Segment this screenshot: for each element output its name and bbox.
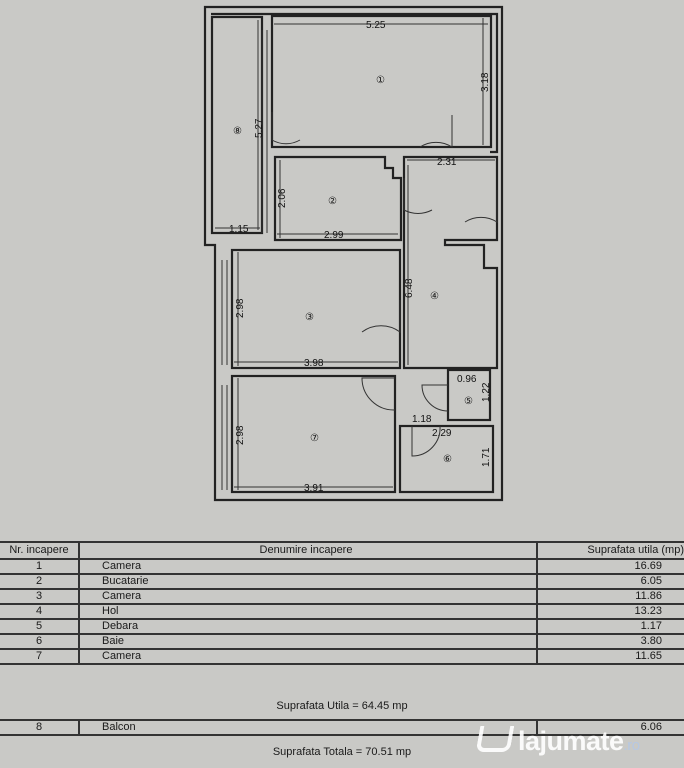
room-number: ⑤ xyxy=(464,396,473,407)
door xyxy=(403,178,433,214)
door xyxy=(361,377,396,411)
room-5-debara xyxy=(446,368,492,422)
dimension-label: 1.22 xyxy=(481,382,492,402)
dimension-label: 2.06 xyxy=(277,188,288,208)
dimension-label: 2.98 xyxy=(235,298,246,318)
cell-area: 16.69 xyxy=(537,558,684,575)
table-header: Nr. incapere Denumire incapere Suprafata… xyxy=(0,541,684,560)
watermark-logo: lajumate.ro xyxy=(475,726,641,757)
cell-area: 11.86 xyxy=(537,588,684,605)
suprafata-totala: Suprafata Totala = 70.51 mp xyxy=(272,746,412,758)
cell-area: 6.05 xyxy=(537,573,684,590)
dimension-label: 0.96 xyxy=(457,374,477,385)
dimension-label: 5.27 xyxy=(254,118,265,138)
room-number: ④ xyxy=(430,291,439,302)
cell-nr: 4 xyxy=(0,603,80,620)
header-denumire: Denumire incapere xyxy=(79,541,538,560)
cell-name: Camera xyxy=(79,558,538,575)
cell-nr: 6 xyxy=(0,633,80,650)
header-suprafata: Suprafata utila (mp) xyxy=(537,541,684,560)
header-nr: Nr. incapere xyxy=(0,541,80,560)
door xyxy=(464,190,498,223)
lajumate-logo-icon xyxy=(475,726,515,752)
room-1 xyxy=(270,14,493,149)
room-6-baie xyxy=(398,424,495,494)
dimension-label: 3.91 xyxy=(304,483,324,494)
dimension-label: 3.98 xyxy=(304,358,324,369)
door xyxy=(271,112,301,145)
dimension-label: 1.15 xyxy=(229,224,249,235)
dimension-label: 1.71 xyxy=(481,447,492,467)
room-number: ⑥ xyxy=(443,454,452,465)
dimension-label: 2.98 xyxy=(235,425,246,445)
cell-name: Hol xyxy=(79,603,538,620)
cell-nr: 1 xyxy=(0,558,80,575)
room-2 xyxy=(273,155,403,242)
watermark-tld: .ro xyxy=(623,737,641,754)
cell-area: 13.23 xyxy=(537,603,684,620)
cell-nr: 3 xyxy=(0,588,80,605)
outer-wall xyxy=(203,5,504,502)
room-7 xyxy=(230,374,397,494)
watermark-brand: lajumate xyxy=(518,726,624,756)
dimension-label: 2.31 xyxy=(437,157,457,168)
cell-area: 3.80 xyxy=(537,633,684,650)
dimension-label: 1.18 xyxy=(412,414,432,425)
floor-plan: ① ② ③ ④ ⑤ ⑥ ⑦ ⑧ 5.25 3.18 5.27 1.15 2.06… xyxy=(203,5,504,502)
cell-name: Camera xyxy=(79,588,538,605)
room-3 xyxy=(230,248,402,370)
cell-nr: 8 xyxy=(0,719,80,736)
room-number: ⑦ xyxy=(310,433,319,444)
dimension-label: 2.29 xyxy=(432,428,452,439)
cell-nr: 7 xyxy=(0,648,80,665)
cell-name: Bucatarie xyxy=(79,573,538,590)
cell-area: 1.17 xyxy=(537,618,684,635)
dimension-label: 6.48 xyxy=(404,278,415,298)
door xyxy=(419,115,453,148)
dimension-label: 2.99 xyxy=(324,230,344,241)
cell-name: Balcon xyxy=(79,719,538,736)
room-number: ③ xyxy=(305,312,314,323)
room-number: ⑧ xyxy=(233,126,242,137)
door xyxy=(361,300,401,333)
cell-area: 11.65 xyxy=(537,648,684,665)
door xyxy=(411,425,441,457)
dimension-label: 5.25 xyxy=(366,20,386,31)
cell-name: Debara xyxy=(79,618,538,635)
cell-nr: 2 xyxy=(0,573,80,590)
cell-nr: 5 xyxy=(0,618,80,635)
cell-name: Baie xyxy=(79,633,538,650)
room-4-hol xyxy=(402,155,499,370)
suprafata-utila: Suprafata Utila = 64.45 mp xyxy=(276,700,408,712)
door xyxy=(421,384,449,412)
room-number: ② xyxy=(328,196,337,207)
room-number: ① xyxy=(376,75,385,86)
dimension-label: 3.18 xyxy=(480,72,491,92)
cell-area: 6.06 xyxy=(537,719,684,736)
rooms-table: Nr. incapere Denumire incapere Suprafata… xyxy=(0,541,684,665)
cell-name: Camera xyxy=(79,648,538,665)
